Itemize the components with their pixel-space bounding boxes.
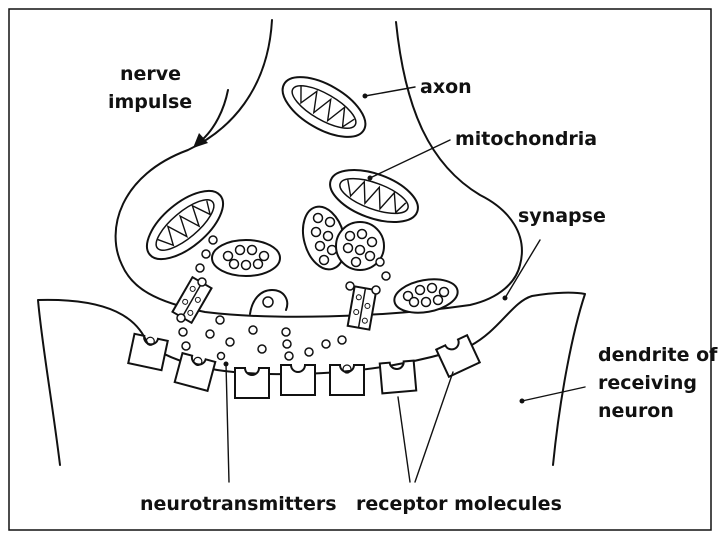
label-dendrite-line2: receiving	[598, 372, 697, 394]
label-axon: axon	[420, 76, 472, 98]
label-neurotransmitters: neurotransmitters	[140, 493, 337, 515]
nerve-impulse-arrow	[193, 90, 228, 148]
mitochondrion	[273, 65, 375, 149]
label-synapse: synapse	[518, 205, 606, 227]
label-nerve-impulse-line1: nerve	[120, 63, 181, 85]
label-receptor-molecules: receptor molecules	[356, 493, 562, 515]
receptor-molecules	[128, 334, 479, 398]
membrane-channel-right	[348, 286, 377, 329]
vesicle-cluster	[392, 275, 461, 318]
label-mitochondria: mitochondria	[455, 128, 597, 150]
label-dendrite-line3: neuron	[598, 400, 674, 422]
label-dendrite-line1: dendrite of	[598, 344, 718, 366]
label-nerve-impulse-line2: impulse	[108, 91, 192, 113]
exocytosis-vesicle	[250, 290, 287, 314]
vesicle-cluster	[212, 240, 280, 276]
